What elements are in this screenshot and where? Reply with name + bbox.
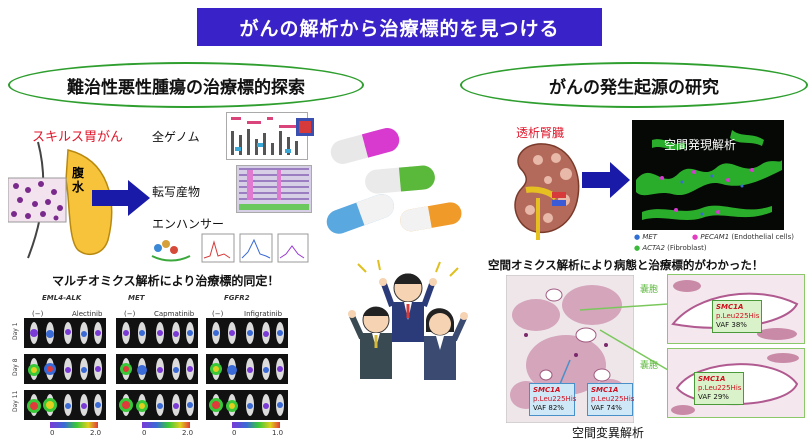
scale1-max: 2.0 — [90, 429, 102, 437]
scale2-max: 2.0 — [182, 429, 194, 437]
enhancer-figure — [151, 233, 309, 263]
right-heading-text: がんの発生起源の研究 — [549, 77, 719, 98]
genome-figure — [226, 112, 308, 160]
day-label-11: Day 11 — [12, 390, 19, 412]
panel3-ctrl: (−) — [212, 310, 224, 318]
kidney-label: 透析腎臓 — [516, 126, 565, 140]
ascites-label: 腹水 — [71, 166, 84, 194]
mouse-imaging-grid — [24, 318, 288, 420]
scale3-max: 1.0 — [272, 429, 284, 437]
page-title: がんの解析から治療標的を見つける — [197, 8, 602, 46]
vaf2-mutation: p.Leu225His — [591, 395, 635, 403]
cyst-label-2: 嚢胞 — [640, 361, 659, 371]
panel1-drug: Alectinib — [72, 310, 103, 318]
imaging-panels: EML4-ALK MET FGFR2 (−) Alectinib (−) Cap… — [10, 290, 290, 438]
vaf-box-1: SMC1A p.Leu225His VAF 82% — [529, 383, 577, 416]
kidney-illustration — [514, 143, 580, 240]
right-summary: 空間オミクス解析により病態と治療標的がわかった！ — [488, 258, 764, 272]
cancer-label: スキルス胃がん — [32, 130, 124, 145]
vaf-box-3: SMC1A p.Leu225His VAF 38% — [712, 300, 762, 333]
vaf3-value: VAF 38% — [716, 321, 747, 329]
celebrating-researchers-illustration — [348, 259, 468, 380]
panel-gene-1: EML4-ALK — [42, 294, 82, 302]
spatial-expression-label: 空間発現解析 — [664, 138, 737, 152]
arrow-right-icon — [92, 180, 150, 216]
transcript-heatmap — [236, 165, 312, 213]
vaf-box-2: SMC1A p.Leu225His VAF 74% — [587, 383, 635, 416]
day-label-1: Day 1 — [12, 322, 19, 340]
spatial-expression-image — [632, 120, 784, 230]
spatial-legend: ● MET ● PECAM1 (Endothelial cells) ● ACT… — [634, 233, 804, 255]
vaf3-mutation: p.Leu225His — [716, 312, 760, 320]
panel3-drug: Infigratinib — [244, 310, 283, 318]
cyst-label-1: 嚢胞 — [640, 285, 659, 295]
day-label-8: Day 8 — [12, 358, 19, 376]
connector-lines — [560, 303, 669, 385]
scale3-min: 0 — [232, 429, 237, 437]
panel2-ctrl: (−) — [124, 310, 136, 318]
omics-label-enhancer: エンハンサー — [152, 217, 225, 231]
omics-label-genome: 全ゲノム — [152, 130, 200, 144]
panel2-drug: Capmatinib — [154, 310, 195, 318]
left-heading-text: 難治性悪性腫瘍の治療標的探索 — [67, 77, 305, 98]
vaf1-mutation: p.Leu225His — [533, 395, 577, 403]
left-section-heading: 難治性悪性腫瘍の治療標的探索 — [8, 62, 364, 108]
color-scale-bars — [50, 422, 280, 428]
panel-gene-2: MET — [128, 294, 145, 302]
vaf2-gene: SMC1A — [591, 386, 619, 394]
panel1-ctrl: (−) — [32, 310, 44, 318]
vaf4-gene: SMC1A — [698, 375, 726, 383]
left-summary: マルチオミクス解析により治療標的同定！ — [52, 274, 280, 288]
vaf3-gene: SMC1A — [716, 303, 744, 311]
scale2-min: 0 — [142, 429, 147, 437]
bottom-caption: 空間変異解析 — [572, 426, 645, 440]
scale1-min: 0 — [50, 429, 55, 437]
stomach-ascites-illustration — [8, 141, 113, 259]
omics-label-transcript: 転写産物 — [152, 185, 201, 199]
vaf2-value: VAF 74% — [591, 404, 622, 412]
right-section-heading: がんの発生起源の研究 — [460, 62, 808, 108]
legend-item-met: ● MET — [634, 233, 658, 241]
vaf1-gene: SMC1A — [533, 386, 561, 394]
vaf1-value: VAF 82% — [533, 404, 564, 412]
genome-figure-inset — [296, 118, 314, 136]
legend-item-acta2: ● ACTA2 (Fibroblast) — [634, 244, 707, 252]
panel-gene-3: FGFR2 — [224, 294, 250, 302]
capsules-illustration — [326, 128, 462, 234]
arrow-right-icon-2 — [582, 162, 630, 198]
legend-item-pecam1: ● PECAM1 (Endothelial cells) — [692, 233, 794, 241]
vaf4-mutation: p.Leu225His — [698, 384, 742, 392]
vaf-box-4: SMC1A p.Leu225His VAF 29% — [694, 372, 744, 405]
vaf4-value: VAF 29% — [698, 393, 729, 401]
